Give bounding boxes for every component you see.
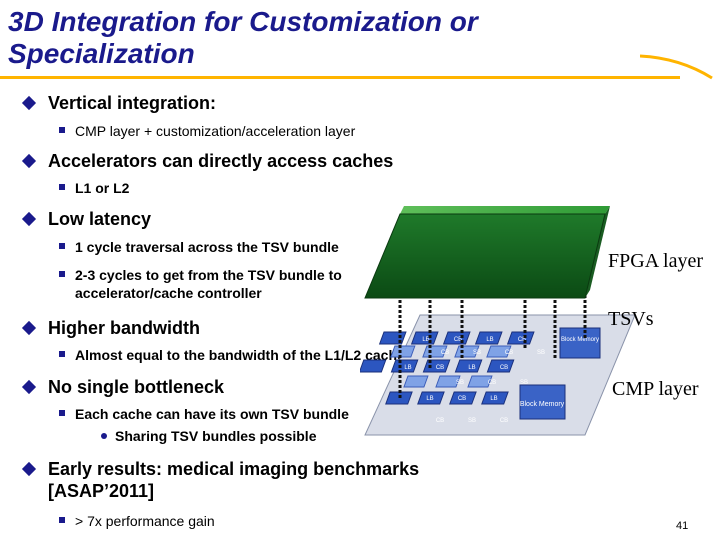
sb-cell-label: SB xyxy=(468,418,476,424)
bullet-accelerators: Accelerators can directly access caches xyxy=(21,150,394,172)
subsubbullet-sharing-tsv: Sharing TSV bundles possible xyxy=(101,427,317,445)
lb-cell-label: LB xyxy=(426,396,433,402)
bullet-early-results: Early results: medical imaging benchmark… xyxy=(21,458,488,502)
bullet-square-icon xyxy=(59,271,65,277)
bullet-text: Early results: medical imaging benchmark… xyxy=(48,459,420,501)
cb-cell-label: CB xyxy=(500,418,508,424)
bullet-square-icon xyxy=(59,184,65,190)
subbullet-1-cycle: 1 cycle traversal across the TSV bundle xyxy=(59,238,339,256)
bullet-text: No single bottleneck xyxy=(48,377,225,397)
cb-cell-label: CB xyxy=(436,418,444,424)
tsv-columns xyxy=(398,290,587,400)
title-swoosh-decoration xyxy=(640,54,713,80)
sb-cell-label: SB xyxy=(456,380,464,386)
bullet-diamond-icon xyxy=(21,320,37,336)
slide-title: 3D Integration for Customization or Spec… xyxy=(8,6,478,69)
bullet-text: L1 or L2 xyxy=(75,180,130,196)
bullet-square-icon xyxy=(59,243,65,249)
subbullet-2-3-cycles: 2-3 cycles to get from the TSV bundle to… xyxy=(59,266,395,302)
block-memory-label: Block Memory xyxy=(561,337,599,343)
bullet-text: 1 cycle traversal across the TSV bundle xyxy=(75,239,339,255)
bullet-square-icon xyxy=(59,127,65,133)
bullet-diamond-icon xyxy=(21,461,37,477)
3d-integration-figure: Block Memory Block Memory LB CB LB CB CB… xyxy=(360,206,636,436)
fpga-layer-label: FPGA layer xyxy=(608,250,703,272)
bullet-square-icon xyxy=(59,517,65,523)
subbullet-performance-gain: > 7x performance gain xyxy=(59,512,215,530)
subbullet-each-cache: Each cache can have its own TSV bundle xyxy=(59,405,349,423)
bullet-text: Vertical integration: xyxy=(48,93,217,113)
cb-cell-label: CB xyxy=(500,365,508,371)
block-memory-cell xyxy=(559,327,601,359)
bullet-diamond-icon xyxy=(21,211,37,227)
bullet-text: Higher bandwidth xyxy=(48,318,200,338)
lb-cell-label: LB xyxy=(486,337,493,343)
bullet-square-icon xyxy=(59,351,65,357)
lb-cell-label: LB xyxy=(404,365,411,371)
fpga-layer-block xyxy=(364,206,610,299)
bullet-text: Each cache can have its own TSV bundle xyxy=(75,406,349,422)
bullet-vertical-integration: Vertical integration: xyxy=(21,92,217,114)
cb-cell-label: CB xyxy=(436,365,444,371)
block-memory-cell xyxy=(519,384,566,420)
page-number: 41 xyxy=(676,520,689,532)
bullet-text: Sharing TSV bundles possible xyxy=(115,428,317,444)
cb-cell-label: CB xyxy=(454,337,462,343)
cb-cell-label: CB xyxy=(441,350,449,356)
title-rule xyxy=(0,76,680,79)
cb-cell-label: CB xyxy=(505,350,513,356)
lb-cell-label: LB xyxy=(422,337,429,343)
lb-cell-label: LB xyxy=(490,396,497,402)
cb-cell-label: CB xyxy=(518,337,526,343)
bullet-diamond-icon xyxy=(21,95,37,111)
bullet-text: Low latency xyxy=(48,209,152,229)
bullet-square-icon xyxy=(59,410,65,416)
bullet-no-single-bottleneck: No single bottleneck xyxy=(21,376,225,398)
block-memory-label: Block Memory xyxy=(520,401,565,408)
bullet-low-latency: Low latency xyxy=(21,208,152,230)
bullet-text: Almost equal to the bandwidth of the L1/… xyxy=(75,347,405,363)
bullet-diamond-icon xyxy=(21,379,37,395)
subbullet-l1-l2: L1 or L2 xyxy=(59,179,130,197)
tsvs-label: TSVs xyxy=(608,308,654,330)
sb-cell-label: SB xyxy=(520,380,528,386)
bullet-dot-icon xyxy=(101,433,107,439)
subbullet-cmp-layer: CMP layer + customization/acceleration l… xyxy=(59,122,356,140)
sb-cell-label: SB xyxy=(537,350,545,356)
bullet-text: 2-3 cycles to get from the TSV bundle to… xyxy=(75,267,342,301)
bullet-text: CMP layer + customization/acceleration l… xyxy=(75,123,356,139)
bullet-diamond-icon xyxy=(21,153,37,169)
cb-cell-label: CB xyxy=(458,396,466,402)
sb-cell-label: SB xyxy=(473,350,481,356)
lb-cell-label: LB xyxy=(468,365,475,371)
bullet-text: > 7x performance gain xyxy=(75,513,215,529)
bullet-higher-bandwidth: Higher bandwidth xyxy=(21,317,200,339)
cb-cell-label: CB xyxy=(488,380,496,386)
subbullet-almost-equal: Almost equal to the bandwidth of the L1/… xyxy=(59,346,405,364)
bullet-text: Accelerators can directly access caches xyxy=(48,151,394,171)
cmp-layer-label: CMP layer xyxy=(612,378,699,400)
